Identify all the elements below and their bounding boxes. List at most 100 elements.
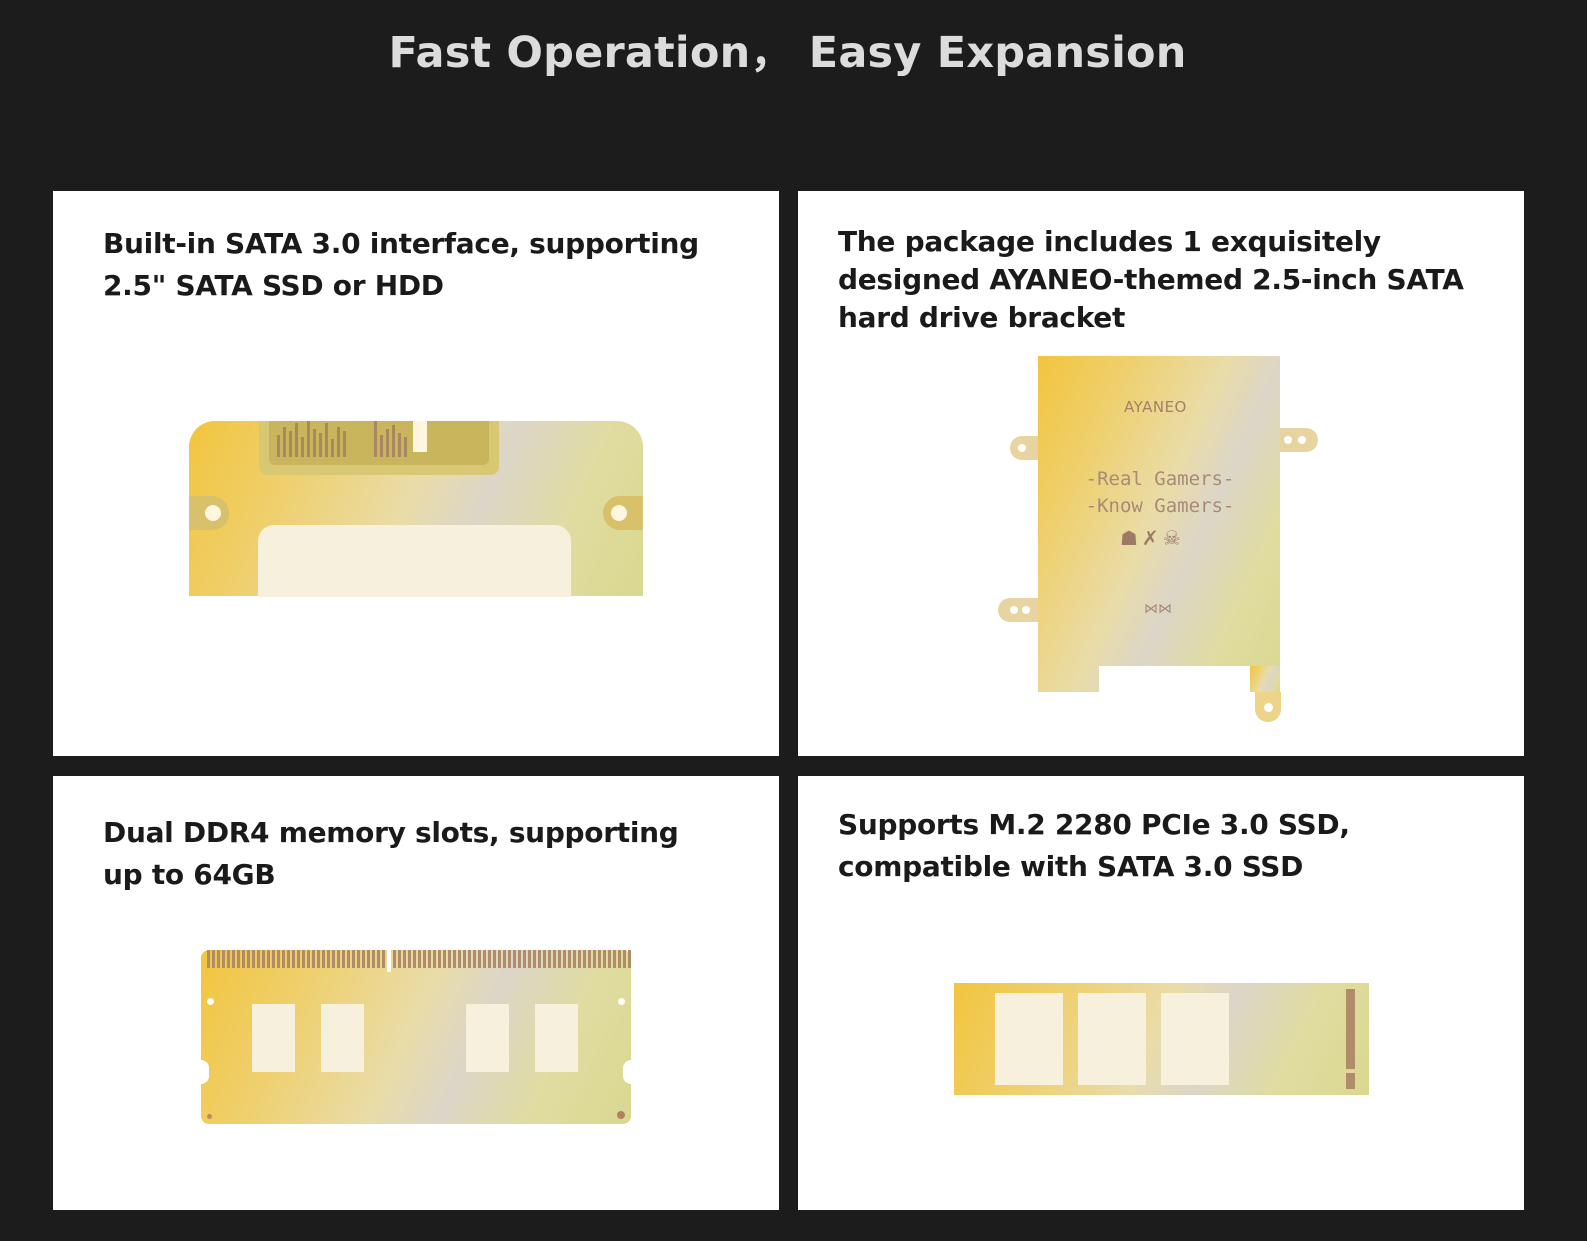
m2-card-text: Supports M.2 2280 PCIe 3.0 SSD, compatib… (838, 808, 1350, 883)
bracket-slogan: -Real Gamers- -Know Gamers- (1085, 468, 1235, 517)
memory-pin (473, 950, 476, 968)
memory-pin (393, 950, 396, 968)
memory-pin (518, 950, 521, 968)
memory-pin (207, 950, 210, 968)
memory-pin (528, 950, 531, 968)
memory-pin (302, 950, 305, 968)
memory-pin (578, 950, 581, 968)
mascot-icons: ☗✗☠ (1120, 526, 1185, 550)
memory-pin (438, 950, 441, 968)
memory-pin (337, 950, 340, 968)
connector-pin (283, 427, 286, 457)
memory-pin (558, 950, 561, 968)
memory-chip (535, 1004, 578, 1072)
connector-pin (343, 431, 346, 457)
memory-pin (408, 950, 411, 968)
memory-pin (398, 950, 401, 968)
connector-pin (313, 429, 316, 457)
connector-pin (301, 437, 304, 457)
memory-pin (458, 950, 461, 968)
ssd-chip (995, 993, 1063, 1085)
memory-pin (367, 950, 370, 968)
connector-pin (289, 431, 292, 457)
sata-card: Built-in SATA 3.0 interface, supporting … (53, 191, 779, 756)
connector-pin (380, 435, 383, 457)
memory-pin (322, 950, 325, 968)
connector-pin (331, 439, 334, 457)
memory-pin (503, 950, 506, 968)
memory-pin (247, 950, 250, 968)
memory-pin (623, 950, 626, 968)
connector-pin (307, 421, 310, 457)
memory-pin (603, 950, 606, 968)
ssd-chip (1161, 993, 1229, 1085)
connector-pin (374, 421, 377, 457)
memory-pin (468, 950, 471, 968)
memory-pin (588, 950, 591, 968)
memory-pin (297, 950, 300, 968)
memory-pin (347, 950, 350, 968)
memory-pin (237, 950, 240, 968)
sata-drive-illustration (189, 421, 643, 597)
memory-pin (352, 950, 355, 968)
drive-label-area (258, 525, 571, 597)
memory-pin (362, 950, 365, 968)
memory-pin (428, 950, 431, 968)
memory-pin (613, 950, 616, 968)
memory-pin (292, 950, 295, 968)
memory-pin (483, 950, 486, 968)
ddr4-memory-illustration (201, 950, 631, 1124)
memory-pin (227, 950, 230, 968)
memory-card-text: Dual DDR4 memory slots, supporting up to… (103, 816, 679, 891)
page-headline: Fast Operation， Easy Expansion (388, 28, 1187, 78)
memory-pin (372, 950, 375, 968)
memory-pin (312, 950, 315, 968)
connector-pin (319, 433, 322, 457)
memory-pin (262, 950, 265, 968)
memory-pin (553, 950, 556, 968)
memory-pin (282, 950, 285, 968)
memory-pin (443, 950, 446, 968)
memory-pin (332, 950, 335, 968)
memory-pin (453, 950, 456, 968)
connector-pin (392, 425, 395, 457)
memory-pin (317, 950, 320, 968)
memory-pin (583, 950, 586, 968)
memory-pin (342, 950, 345, 968)
memory-pin (307, 950, 310, 968)
memory-pin (523, 950, 526, 968)
memory-pin (463, 950, 466, 968)
memory-pin (608, 950, 611, 968)
memory-pin (573, 950, 576, 968)
connector-pin (398, 433, 401, 457)
m2-card: Supports M.2 2280 PCIe 3.0 SSD, compatib… (798, 776, 1524, 1210)
memory-pin (478, 950, 481, 968)
connector-pin (404, 437, 407, 457)
memory-chip (252, 1004, 295, 1072)
m2-ssd-illustration (954, 983, 1369, 1095)
connector-pin (337, 427, 340, 457)
memory-pin (357, 950, 360, 968)
memory-pin (563, 950, 566, 968)
memory-chip (466, 1004, 509, 1072)
bracket-card-text: The package includes 1 exquisitely desig… (838, 225, 1464, 334)
bracket-brand: AYANEO (1124, 398, 1187, 416)
memory-pin (382, 950, 385, 968)
sata-connector (259, 421, 499, 475)
memory-pin (433, 950, 436, 968)
memory-chip (321, 1004, 364, 1072)
hdd-bracket-illustration: AYANEO -Real Gamers- -Know Gamers- ☗✗☠ ⋈… (998, 356, 1328, 726)
memory-pin (448, 950, 451, 968)
memory-pin (252, 950, 255, 968)
connector-pin (325, 423, 328, 457)
connector-pin (386, 429, 389, 457)
mount-hole-left (189, 496, 229, 530)
memory-pin (418, 950, 421, 968)
memory-card: Dual DDR4 memory slots, supporting up to… (53, 776, 779, 1210)
memory-pin (493, 950, 496, 968)
memory-pin (222, 950, 225, 968)
ayaneo-logo-icon: ⋈⋈ (1144, 601, 1172, 617)
memory-pin (593, 950, 596, 968)
memory-pin (498, 950, 501, 968)
memory-pin (568, 950, 571, 968)
